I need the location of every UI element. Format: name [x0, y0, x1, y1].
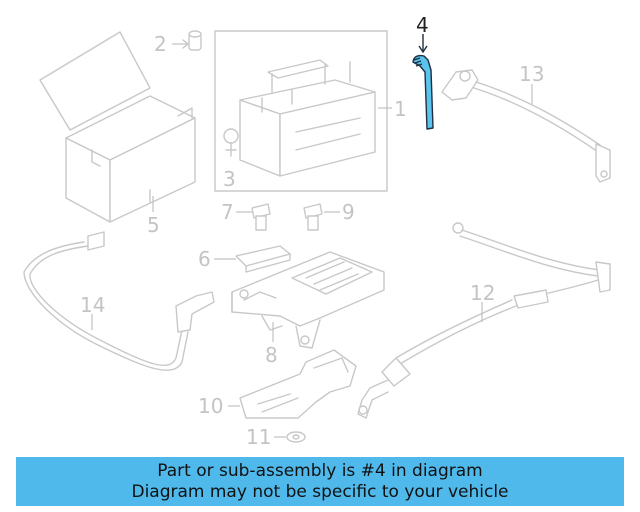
- callout-5: 5: [147, 213, 160, 237]
- part-4-rod[interactable]: [412, 54, 434, 130]
- callout-8: 8: [265, 343, 278, 367]
- battery-frame: [214, 30, 388, 192]
- callout-11: 11: [246, 425, 271, 449]
- callout-6: 6: [198, 247, 211, 271]
- part-10-bracket[interactable]: [239, 349, 357, 419]
- callout-1: 1: [394, 97, 407, 121]
- callout-4: 4: [416, 13, 429, 37]
- part-3-clip[interactable]: [223, 128, 239, 157]
- callout-10: 10: [198, 394, 223, 418]
- callout-12: 12: [470, 281, 495, 305]
- part-11-washer[interactable]: [286, 431, 306, 443]
- callout-14: 14: [80, 293, 105, 317]
- part-8-tray[interactable]: [231, 251, 385, 349]
- part-12-cable[interactable]: [357, 222, 611, 419]
- part-13-cable[interactable]: [441, 69, 611, 183]
- info-banner: Part or sub-assembly is #4 in diagram Di…: [16, 457, 624, 506]
- parts-diagram: 5 2 1 3 4 13: [23, 13, 611, 449]
- part-2-plug[interactable]: [188, 30, 202, 51]
- callout-7: 7: [221, 200, 234, 224]
- banner-line-2: Diagram may not be specific to your vehi…: [131, 481, 509, 502]
- callout-13: 13: [519, 62, 544, 86]
- part-5-battery-box[interactable]: [39, 31, 196, 223]
- part-7-bolt[interactable]: [251, 203, 271, 231]
- callout-2: 2: [154, 32, 167, 56]
- callout-3: 3: [223, 167, 236, 191]
- part-6-bracket[interactable]: [235, 245, 291, 273]
- part-9-bolt[interactable]: [303, 203, 323, 231]
- part-14-cable[interactable]: [23, 231, 215, 371]
- part-1-battery[interactable]: [239, 59, 376, 177]
- callout-9: 9: [342, 200, 355, 224]
- banner-line-1: Part or sub-assembly is #4 in diagram: [157, 460, 483, 481]
